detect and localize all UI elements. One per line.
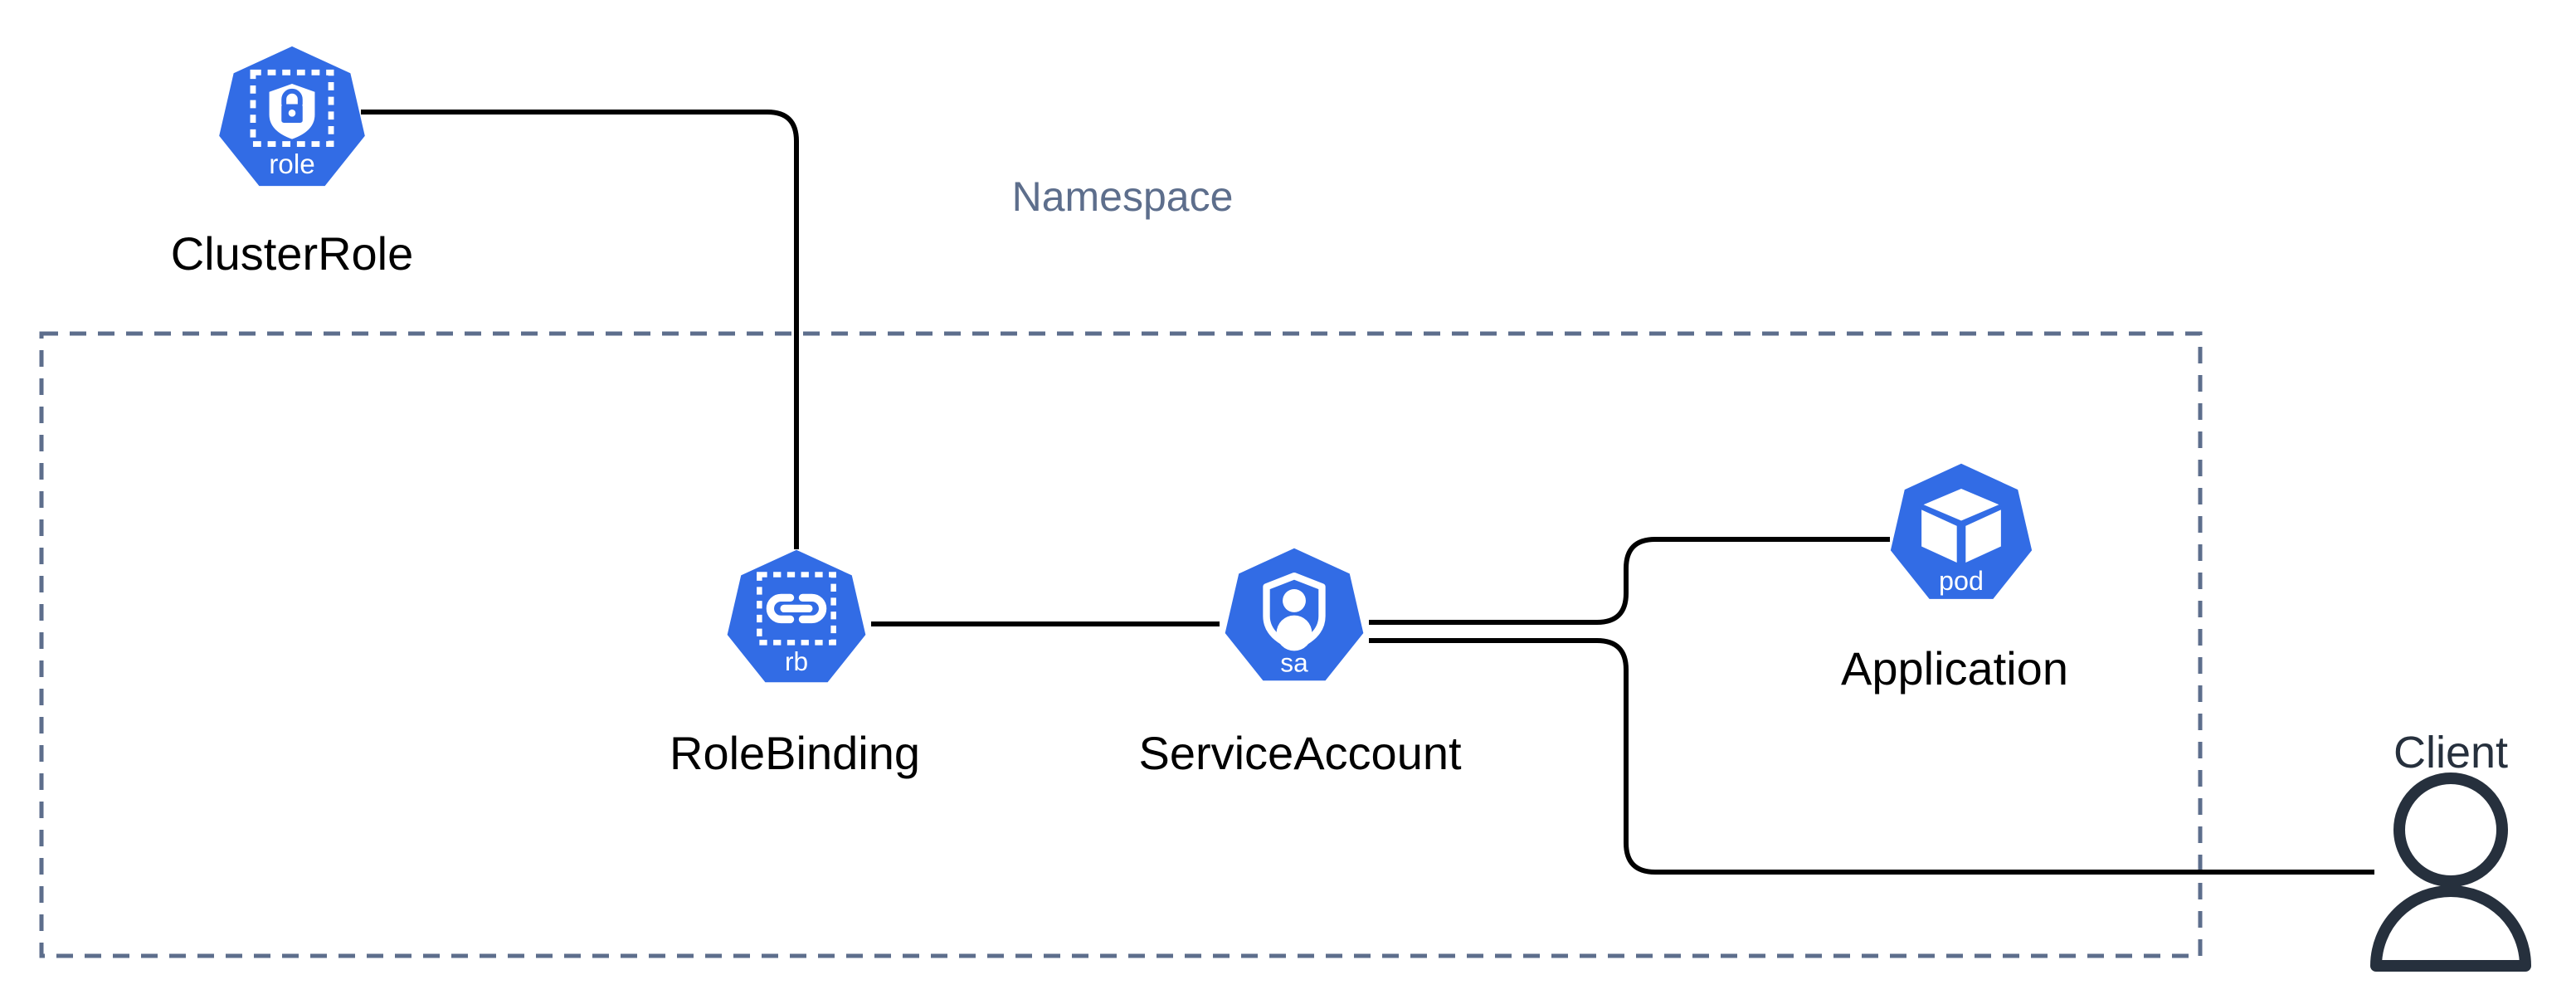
node-clusterrole[interactable]: role <box>211 43 373 206</box>
node-rolebinding[interactable]: rb <box>719 547 874 701</box>
node-glyph-text: role <box>269 149 315 180</box>
namespace-boundary <box>39 331 2203 958</box>
node-label-rolebinding: RoleBinding <box>670 727 920 779</box>
serviceaccount-shield-user-icon: sa <box>1225 548 1364 681</box>
node-label-clusterrole: ClusterRole <box>170 227 414 280</box>
node-serviceaccount[interactable]: sa <box>1217 545 1371 699</box>
node-glyph-text: rb <box>785 646 808 676</box>
node-glyph-text: pod <box>1939 566 1984 596</box>
rolebinding-link-icon: rb <box>727 549 866 683</box>
node-glyph-text: sa <box>1280 648 1308 678</box>
pod-cube-icon: pod <box>1890 463 2033 599</box>
node-label-serviceaccount: ServiceAccount <box>1138 727 1462 779</box>
node-application[interactable]: pod <box>1882 461 2040 618</box>
client-label: Client <box>2393 728 2509 777</box>
connector-serviceaccount-to-application <box>1369 537 1890 625</box>
connector-clusterrole-to-rolebinding <box>361 110 799 549</box>
namespace-label: Namespace <box>1011 173 1234 220</box>
role-shield-lock-icon: role <box>219 46 365 187</box>
client-person-icon <box>2370 772 2531 972</box>
node-label-application: Application <box>1841 642 2068 695</box>
connector-serviceaccount-to-client <box>1369 638 2374 875</box>
